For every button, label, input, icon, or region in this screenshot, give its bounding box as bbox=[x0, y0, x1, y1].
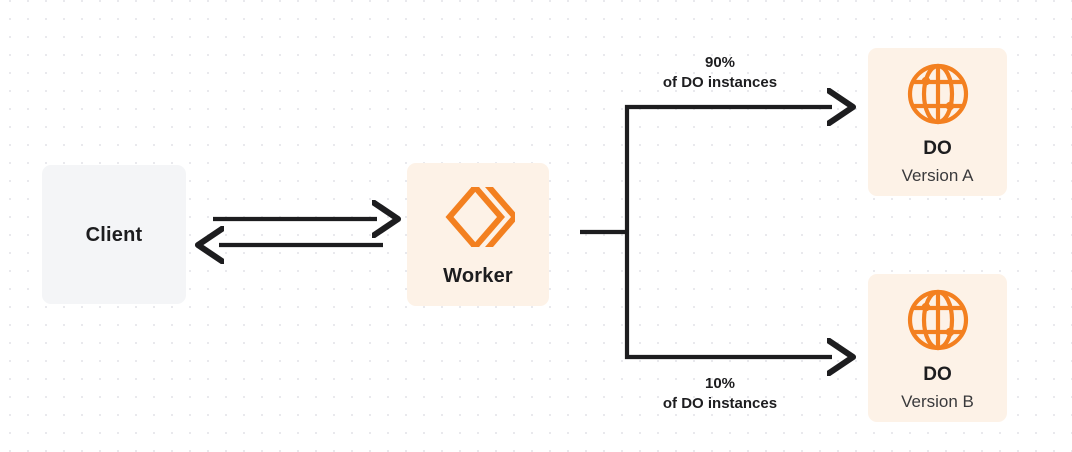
node-do-b-label: DO bbox=[923, 363, 952, 385]
edge-label-do-b-description: of DO instances bbox=[662, 395, 778, 412]
globe-icon bbox=[905, 61, 971, 127]
node-do-a-sublabel: Version A bbox=[901, 165, 974, 185]
node-worker-label: Worker bbox=[443, 264, 513, 287]
node-client: Client bbox=[42, 165, 186, 304]
node-do-b-sublabel: Version B bbox=[901, 391, 974, 411]
node-do-a-label: DO bbox=[923, 137, 952, 159]
edge-worker-to-do-b bbox=[624, 232, 832, 357]
edge-label-do-a: 90% of DO instances bbox=[620, 53, 820, 93]
globe-icon bbox=[905, 287, 971, 353]
edge-label-do-b: 10% of DO instances bbox=[620, 374, 820, 414]
edge-worker-to-do-a bbox=[624, 107, 832, 232]
node-do-version-b: DO Version B bbox=[868, 274, 1007, 422]
node-worker: Worker bbox=[407, 163, 549, 306]
edge-label-do-b-percent: 10% bbox=[704, 375, 736, 392]
node-do-version-a: DO Version A bbox=[868, 48, 1007, 196]
cloudflare-workers-icon bbox=[441, 184, 515, 250]
node-client-label: Client bbox=[85, 223, 143, 246]
edge-label-do-a-percent: 90% bbox=[704, 54, 736, 71]
edge-label-do-a-description: of DO instances bbox=[662, 74, 778, 91]
